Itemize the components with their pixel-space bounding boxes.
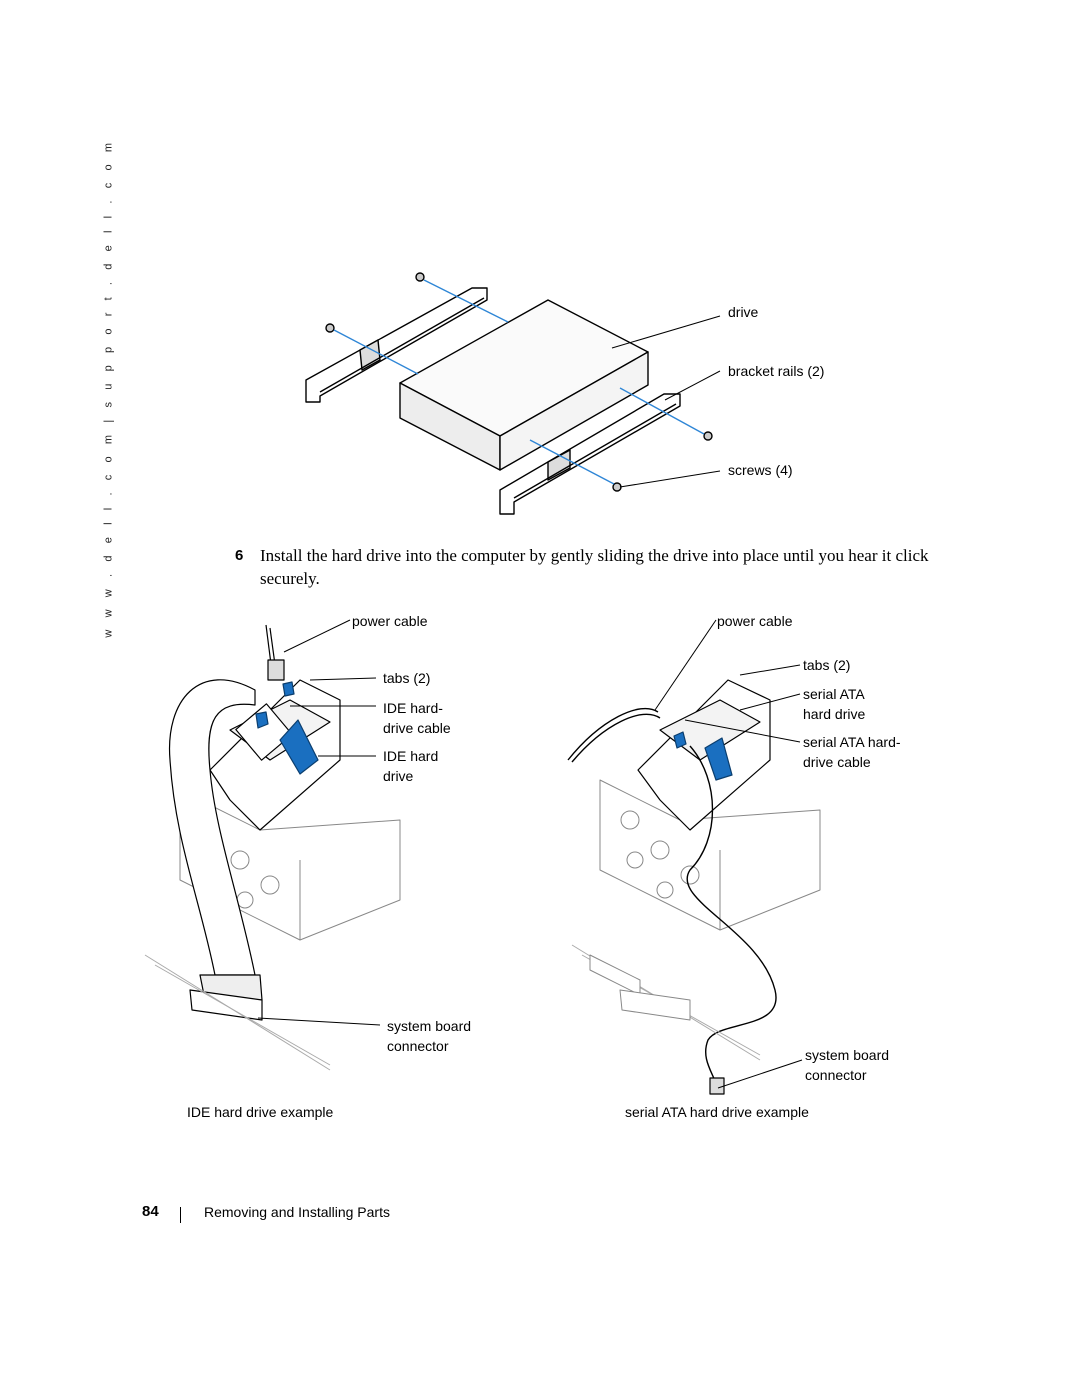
ide-caption: IDE hard drive example: [187, 1104, 334, 1120]
ide-label-power-cable: power cable: [352, 613, 428, 629]
ide-label-connector-1: system board: [387, 1018, 472, 1034]
sata-label-cable-2: drive cable: [803, 754, 871, 770]
sata-label-connector-2: connector: [805, 1067, 867, 1083]
sata-label-drive-2: hard drive: [803, 706, 866, 722]
sata-label-connector-1: system board: [805, 1047, 890, 1063]
step-number: 6: [235, 547, 244, 564]
ide-illustration: [144, 619, 401, 1071]
ide-label-cable-2: drive cable: [383, 720, 451, 736]
ide-insert-arrow: [279, 719, 319, 775]
footer-separator: [180, 1207, 181, 1223]
sata-label-cable-1: serial ATA hard-: [803, 734, 901, 750]
sata-label-drive-1: serial ATA: [803, 686, 865, 702]
hard-drive-box: [399, 299, 649, 471]
sata-label-tabs: tabs (2): [803, 657, 851, 673]
sata-caption: serial ATA hard drive example: [625, 1104, 809, 1120]
section-title: Removing and Installing Parts: [204, 1204, 390, 1220]
ide-label-connector-2: connector: [387, 1038, 449, 1054]
right-bracket-rail: [499, 393, 681, 515]
alignment-guides: [333, 279, 705, 485]
sata-illustration: [567, 619, 821, 1095]
ide-label-tabs: tabs (2): [383, 670, 431, 686]
screw-icons: [325, 272, 713, 492]
step-text: Install the hard drive into the computer…: [260, 546, 929, 588]
figure1-leaders: [611, 315, 721, 488]
label-drive: drive: [728, 304, 759, 320]
ide-label-cable-1: IDE hard-: [383, 700, 443, 716]
page-number: 84: [142, 1203, 159, 1220]
page-footer: 84 Removing and Installing Parts: [0, 1203, 1080, 1227]
ide-label-drive-1: IDE hard: [383, 748, 439, 764]
ide-label-drive-2: drive: [383, 768, 414, 784]
left-bracket-rail: [305, 287, 488, 403]
sata-label-power-cable: power cable: [717, 613, 793, 629]
label-bracket-rails: bracket rails (2): [728, 363, 825, 379]
label-screws: screws (4): [728, 462, 793, 478]
sata-cable: [686, 745, 777, 1091]
sata-hard-drive: [637, 679, 771, 831]
sata-insert-arrow: [704, 737, 733, 781]
ide-power-wires: [265, 624, 285, 681]
